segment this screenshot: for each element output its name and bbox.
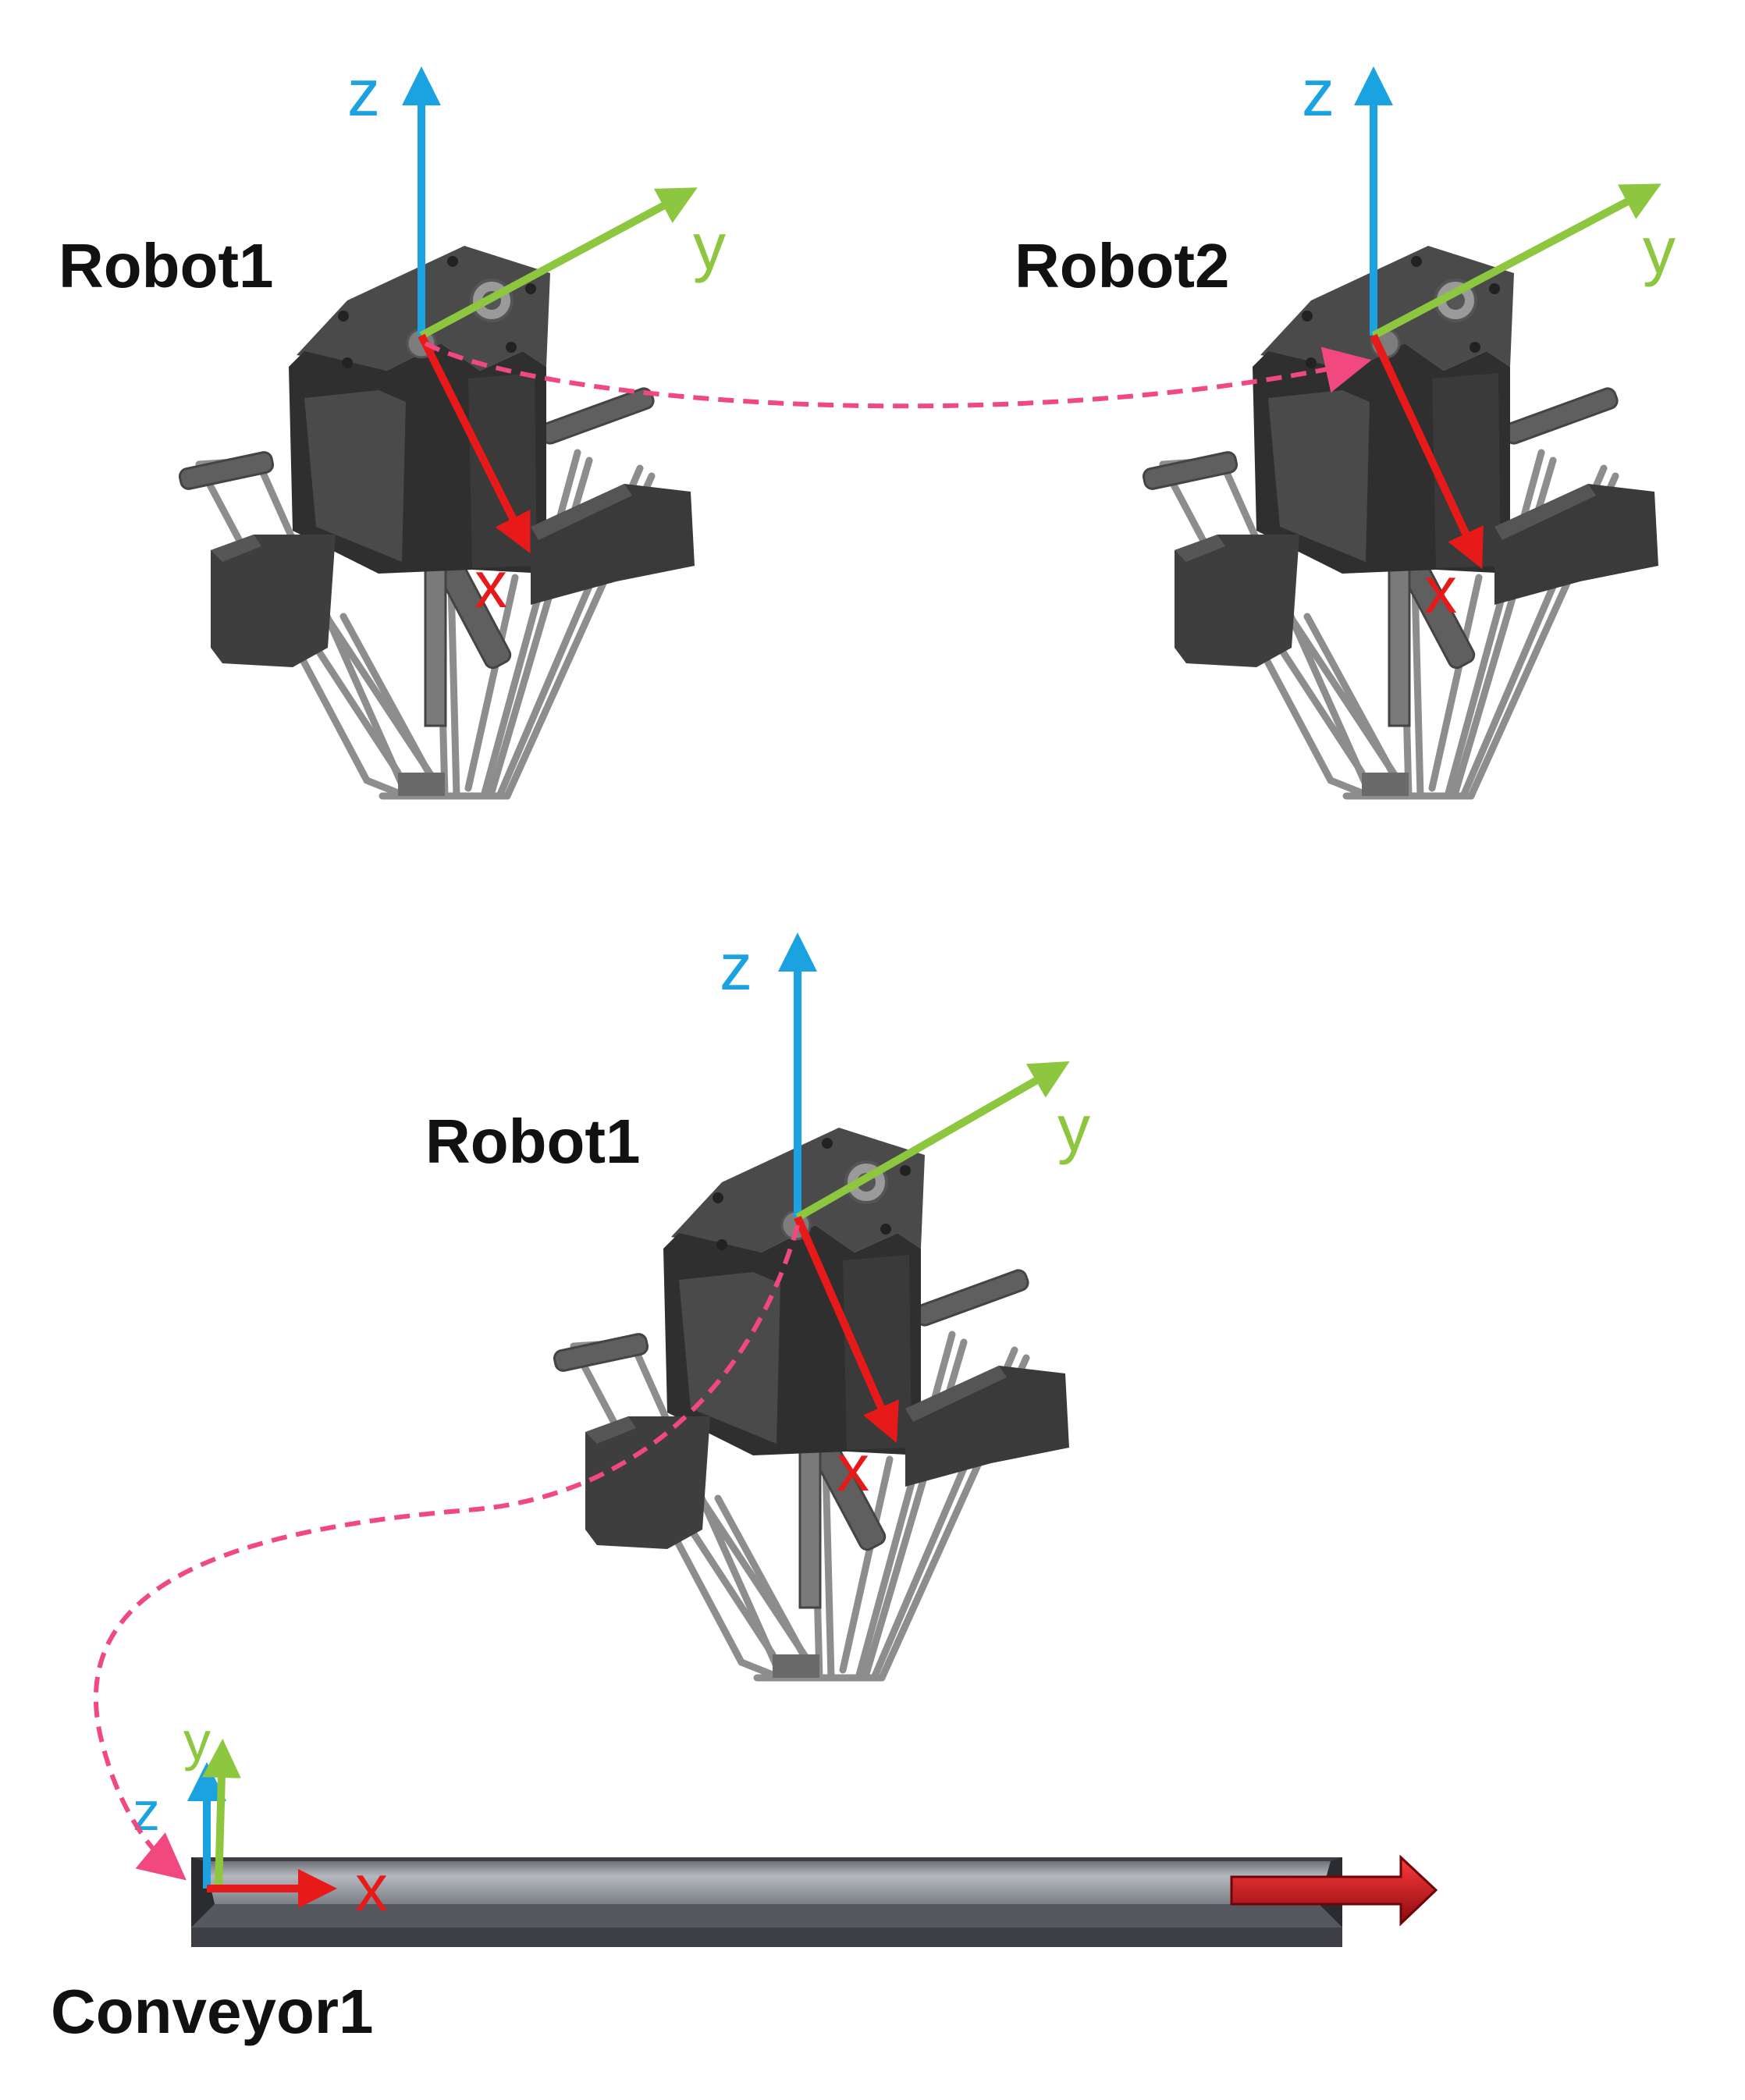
- conveyor1-z-label: z: [133, 1781, 160, 1842]
- robot1-top-y-axis: [419, 187, 698, 339]
- conveyor-direction-arrow-icon: [1230, 1854, 1438, 1927]
- robot1-top-z-label: z: [347, 56, 380, 130]
- robot2-label: Robot2: [1015, 231, 1230, 300]
- robot1-top-x-axis: [418, 333, 531, 553]
- robot2-z-label: z: [1302, 56, 1335, 130]
- conveyor1-x-label: x: [355, 1851, 388, 1924]
- robot1-bottom-label: Robot1: [425, 1107, 641, 1176]
- robot2-y-label: y: [1643, 214, 1676, 287]
- robot1-bottom-y-axis: [795, 1061, 1070, 1221]
- robot1-top-label: Robot1: [59, 231, 274, 300]
- robot1-to-robot2-link: [424, 341, 1372, 409]
- robot1-bottom-group: z y x Robot1: [425, 930, 1090, 1678]
- conveyor1-y-axis: [201, 1739, 241, 1889]
- robot2-y-axis: [1371, 183, 1661, 339]
- robot1-top-y-label: y: [693, 210, 726, 283]
- robot1-top-group: z y x Robot1: [59, 56, 726, 796]
- robot2-x-label: x: [1424, 553, 1457, 627]
- robot1-bottom-z-label: z: [720, 930, 752, 1004]
- conveyor1-y-label: y: [183, 1711, 211, 1771]
- robot1-top-x-label: x: [474, 548, 507, 621]
- robot1-bottom-x-axis: [794, 1215, 899, 1444]
- robot1-bottom-x-label: x: [837, 1431, 869, 1505]
- delta-robot-icon: [1143, 246, 1658, 796]
- robot2-group: z y x Robot2: [1015, 56, 1676, 796]
- robot1-bottom-y-label: y: [1057, 1092, 1090, 1165]
- robot2-x-axis: [1370, 333, 1484, 570]
- conveyor1-label: Conveyor1: [51, 1977, 373, 2046]
- conveyor1-group: z y x Conveyor1: [51, 1711, 1438, 2046]
- robot1-to-conveyor1-link: [93, 1224, 800, 1881]
